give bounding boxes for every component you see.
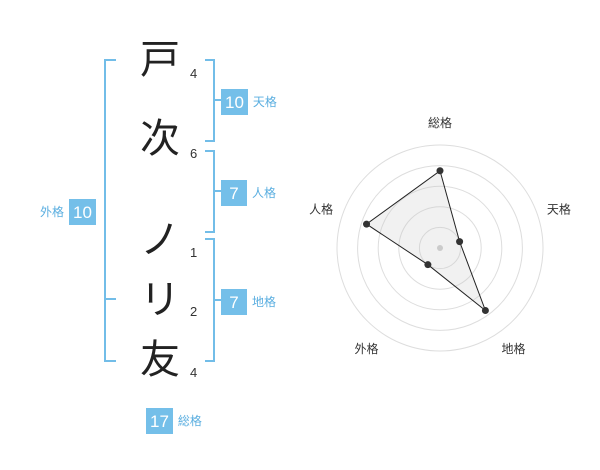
radar-point-1 [436, 167, 444, 175]
radar-points [363, 167, 489, 314]
radar-point-3 [481, 306, 489, 314]
name-char-5: 友 [140, 337, 180, 383]
radar-grid [336, 144, 544, 352]
jinkaku-value: 7 [221, 180, 247, 206]
radar-axis-label-1: 総格 [428, 115, 452, 130]
radar-axis-label-4: 外格 [354, 341, 378, 356]
jinkaku-badge: 7 人格 [221, 180, 276, 206]
chikaku-label: 地格 [252, 295, 277, 309]
name-char-3: ノ [140, 217, 180, 263]
stroke-count-2: 6 [190, 146, 198, 161]
radar-area-group [365, 169, 487, 313]
stroke-count-3: 1 [190, 245, 198, 260]
chikaku-badge: 7 地格 [221, 289, 276, 315]
name-char-2: 次 [140, 116, 180, 162]
radar-ring-1 [418, 226, 462, 270]
chikaku-bracket-tick [215, 299, 221, 301]
tenkaku-bracket-tick [215, 99, 221, 101]
radar-point-4 [424, 261, 432, 269]
radar-ring-4 [357, 165, 523, 331]
tenkaku-label: 天格 [252, 95, 277, 109]
jinkaku-bracket-tick [215, 190, 221, 192]
radar-point-2 [456, 238, 464, 246]
radar-center-dot [437, 245, 443, 251]
gaikaku-bracket [104, 59, 116, 362]
stroke-count-5: 4 [190, 365, 198, 380]
name-char-1: 戸 [140, 37, 180, 83]
tenkaku-badge: 10 天格 [221, 89, 277, 115]
gaikaku-value: 10 [69, 199, 96, 225]
radar-axis-label-2: 天格 [547, 201, 571, 216]
soukaku-label: 総格 [177, 414, 202, 428]
radar-point-5 [363, 220, 371, 228]
gaikaku-badge: 外格 10 [40, 199, 96, 225]
gaikaku-label: 外格 [40, 205, 65, 219]
radar-axis-label-3: 地格 [501, 341, 525, 356]
radar-ring-2 [398, 206, 482, 290]
radar-axis-label-5: 人格 [309, 201, 333, 216]
radar-ring-3 [377, 185, 503, 311]
chikaku-bracket [205, 238, 215, 362]
radar-area [365, 169, 487, 313]
name-char-4: リ [140, 277, 180, 323]
stroke-count-1: 4 [190, 66, 198, 81]
tenkaku-bracket [205, 59, 215, 142]
radar-ring-5 [336, 144, 544, 352]
tenkaku-value: 10 [221, 89, 248, 115]
gaikaku-bracket-mid-tick [106, 298, 116, 300]
jinkaku-bracket [205, 150, 215, 233]
stroke-count-4: 2 [190, 304, 198, 319]
soukaku-badge: 17 総格 [146, 408, 202, 434]
chikaku-value: 7 [221, 289, 247, 315]
jinkaku-label: 人格 [252, 186, 277, 200]
soukaku-value: 17 [146, 408, 173, 434]
